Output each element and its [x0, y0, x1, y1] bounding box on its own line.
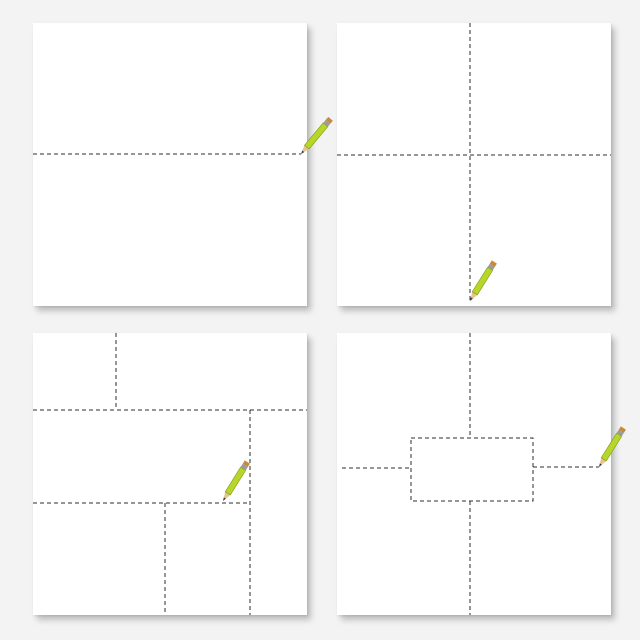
pencil-icon [223, 460, 250, 501]
panel-1-art [33, 116, 333, 155]
pencil-icon [599, 426, 626, 467]
pencil-icon [301, 116, 333, 154]
fold-box-center [410, 437, 534, 502]
panel-2-art [337, 23, 611, 301]
panel-1 [33, 23, 333, 306]
panel-3 [33, 333, 307, 615]
panel-2 [337, 23, 611, 306]
panel-3-art [33, 333, 307, 615]
pencil-icon [470, 260, 497, 301]
panel-4 [337, 333, 626, 615]
panel-4-art [342, 333, 626, 615]
